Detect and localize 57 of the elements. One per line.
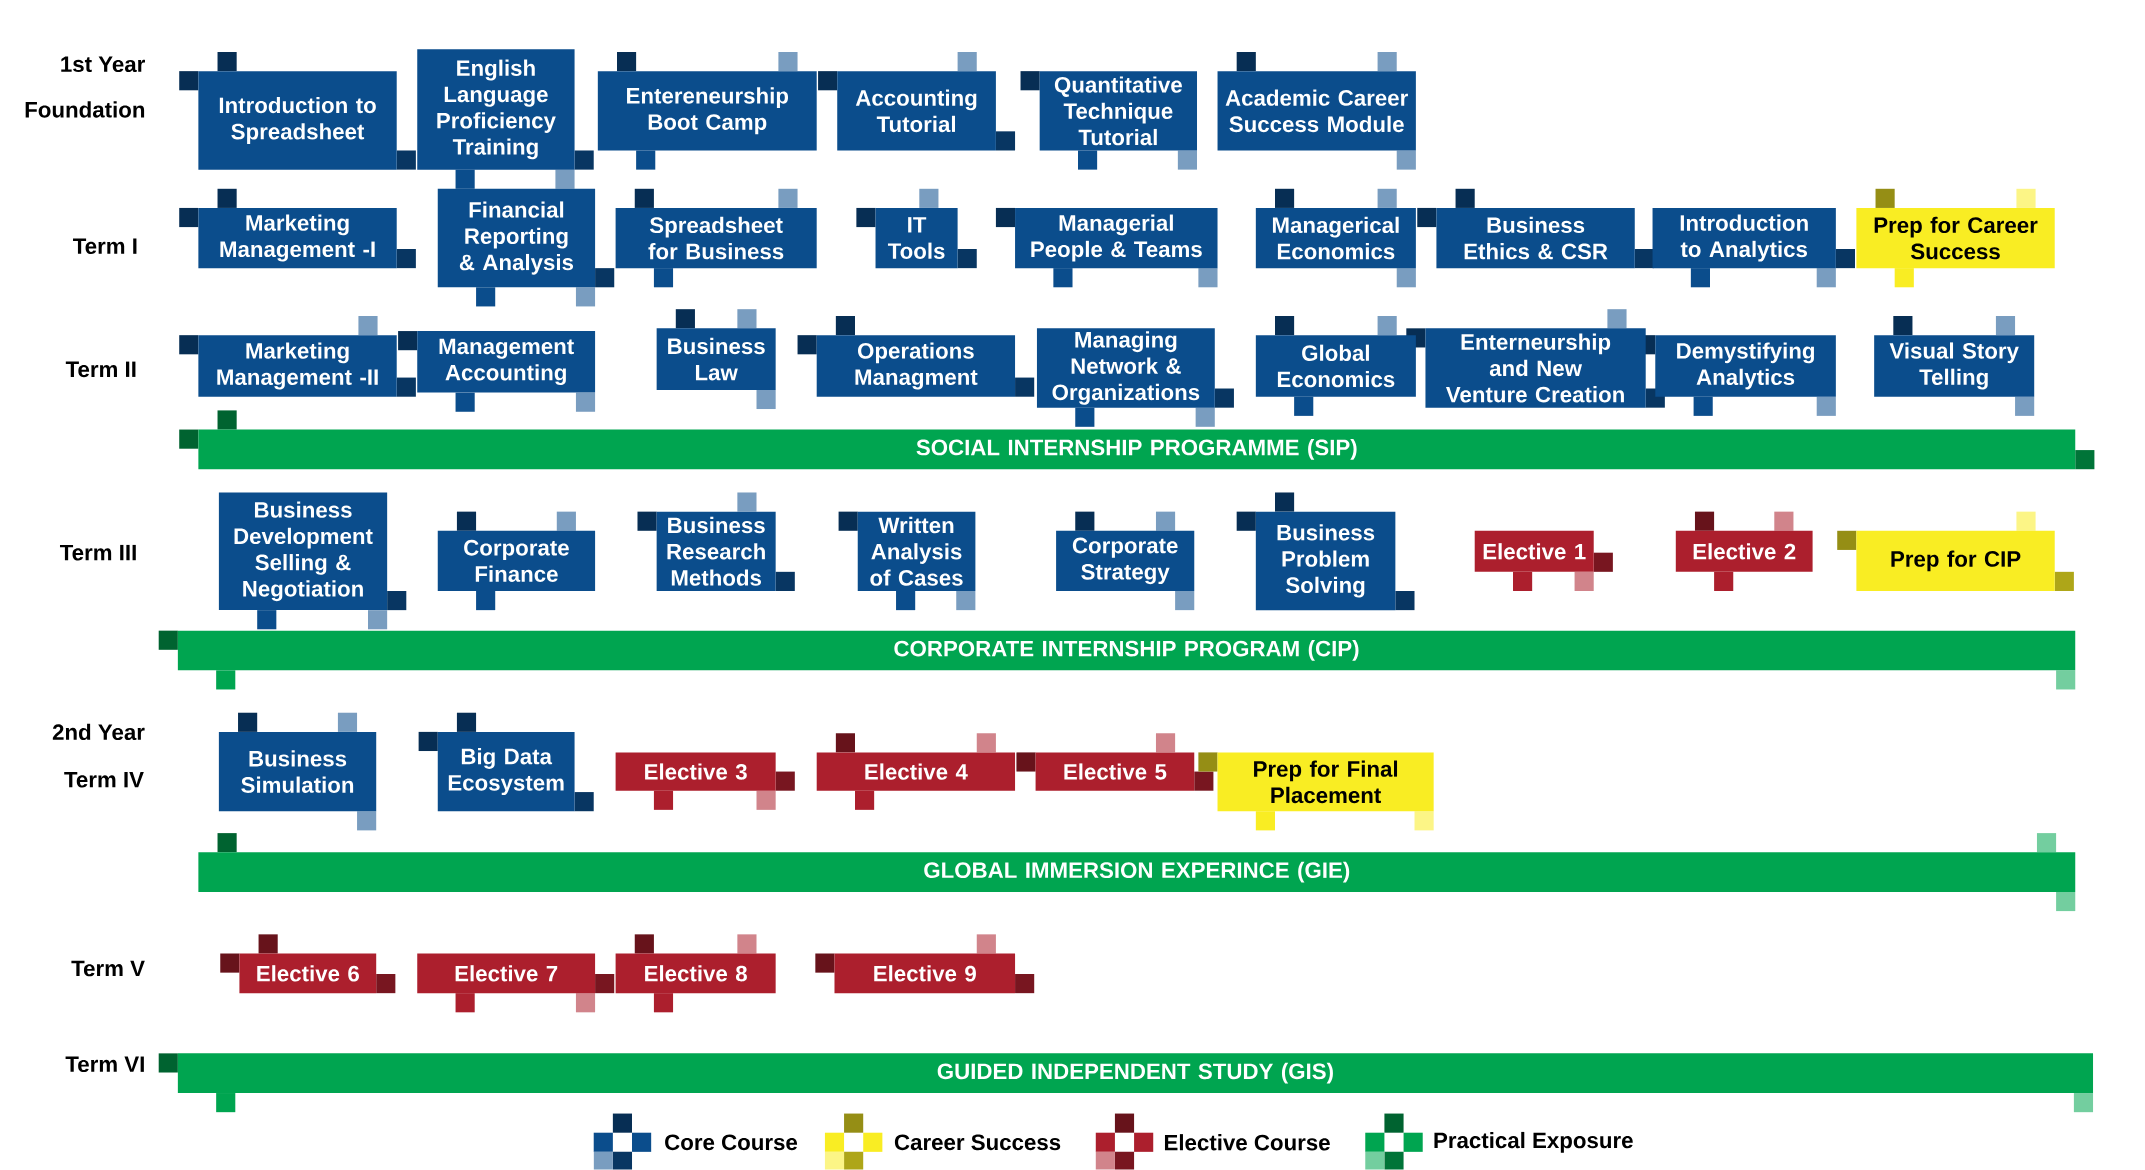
- course-box: Managerical Economics: [1255, 208, 1416, 269]
- row-label: Term VI: [65, 1056, 144, 1073]
- course-box: Big Data Ecosystem: [437, 732, 575, 812]
- course-box: Written Analysis of Cases: [857, 511, 976, 592]
- course-box: Prep for CIP: [1856, 530, 2055, 592]
- course-box: Introduction to Spreadsheet: [198, 71, 397, 170]
- course-box: Visual Story Telling: [1874, 335, 2035, 397]
- course-box: Business Development Selling & Negotiation: [218, 492, 388, 611]
- legend-label: Elective Course: [1164, 1134, 1330, 1151]
- legend-label: Career Success: [894, 1134, 1061, 1151]
- course-box: Accounting Tutorial: [837, 71, 996, 151]
- course-box: Academic Career Success Module: [1217, 71, 1416, 151]
- course-box: Prep for Final Placement: [1217, 752, 1434, 812]
- legend-label: Practical Exposure: [1434, 1132, 1633, 1153]
- row-label: Term II: [65, 361, 136, 378]
- course-box: Corporate Strategy: [1056, 530, 1195, 592]
- elective-box: Elective 2: [1675, 531, 1813, 572]
- course-box: Marketing Management -I: [198, 208, 397, 269]
- course-box: IT Tools: [875, 208, 958, 269]
- row-label: Term I: [73, 238, 137, 255]
- row-label: Term V: [71, 960, 145, 977]
- programme-band: CORPORATE INTERNSHIP PROGRAM (CIP): [177, 630, 2076, 671]
- course-box: Operations Managment: [816, 335, 1016, 397]
- course-box: Prep for Career Success: [1856, 208, 2055, 269]
- course-box: Introduction to Analytics: [1652, 208, 1836, 269]
- course-box: Business Law: [656, 328, 776, 391]
- row-label: Foundation: [25, 101, 145, 118]
- course-box: Business Simulation: [218, 732, 377, 812]
- course-box: English Language Proficiency Training: [417, 49, 575, 170]
- row-label: 1st Year: [61, 56, 145, 73]
- course-box: Enterneurship and New Venture Creation: [1425, 328, 1646, 408]
- course-box: Business Research Methods: [656, 511, 776, 592]
- course-box: Global Economics: [1255, 335, 1416, 397]
- course-box: Financial Reporting & Analysis: [437, 189, 596, 288]
- programme-band: GUIDED INDEPENDENT STUDY (GIS): [177, 1053, 2094, 1094]
- course-box: Quantitative Technique Tutorial: [1039, 71, 1197, 151]
- course-box: Spreadsheet for Business: [615, 208, 817, 269]
- course-box: Managing Network & Organizations: [1036, 328, 1215, 408]
- elective-box: Elective 6: [239, 953, 377, 994]
- elective-box: Elective 7: [417, 953, 596, 994]
- row-label: Term IV: [64, 772, 144, 788]
- row-label: 2nd Year: [52, 723, 145, 741]
- course-box: Business Ethics & CSR: [1436, 208, 1635, 269]
- legend-label: Core Course: [665, 1134, 798, 1151]
- course-box: Management Accounting: [417, 331, 596, 393]
- course-box: Business Problem Solving: [1255, 511, 1396, 611]
- course-box: Corporate Finance: [437, 530, 596, 592]
- course-box: Entereneurship Boot Camp: [597, 71, 817, 151]
- programme-band: SOCIAL INTERNSHIP PROGRAMME (SIP): [198, 429, 2076, 470]
- elective-box: Elective 1: [1474, 531, 1594, 572]
- course-box: Managerial People & Teams: [1015, 208, 1218, 269]
- elective-box: Elective 5: [1035, 752, 1195, 791]
- programme-band: GLOBAL IMMERSION EXPERINCE (GIE): [198, 852, 2076, 893]
- course-box: Marketing Management -II: [198, 335, 397, 397]
- course-box: Demystifying Analytics: [1655, 335, 1836, 397]
- row-label: Term III: [60, 545, 136, 561]
- elective-box: Elective 9: [834, 953, 1016, 994]
